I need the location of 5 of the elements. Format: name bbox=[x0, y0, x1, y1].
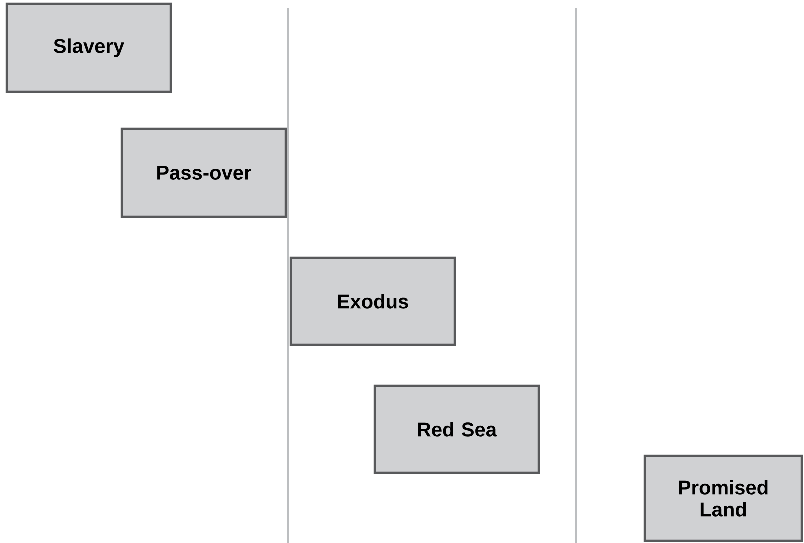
stage-box: Exodus bbox=[290, 256, 456, 346]
stage-box: Slavery bbox=[6, 2, 172, 94]
stage-box: Promised Land bbox=[644, 454, 804, 542]
stage-box: Red Sea bbox=[374, 384, 540, 474]
stage-box: Pass-over bbox=[120, 128, 288, 218]
